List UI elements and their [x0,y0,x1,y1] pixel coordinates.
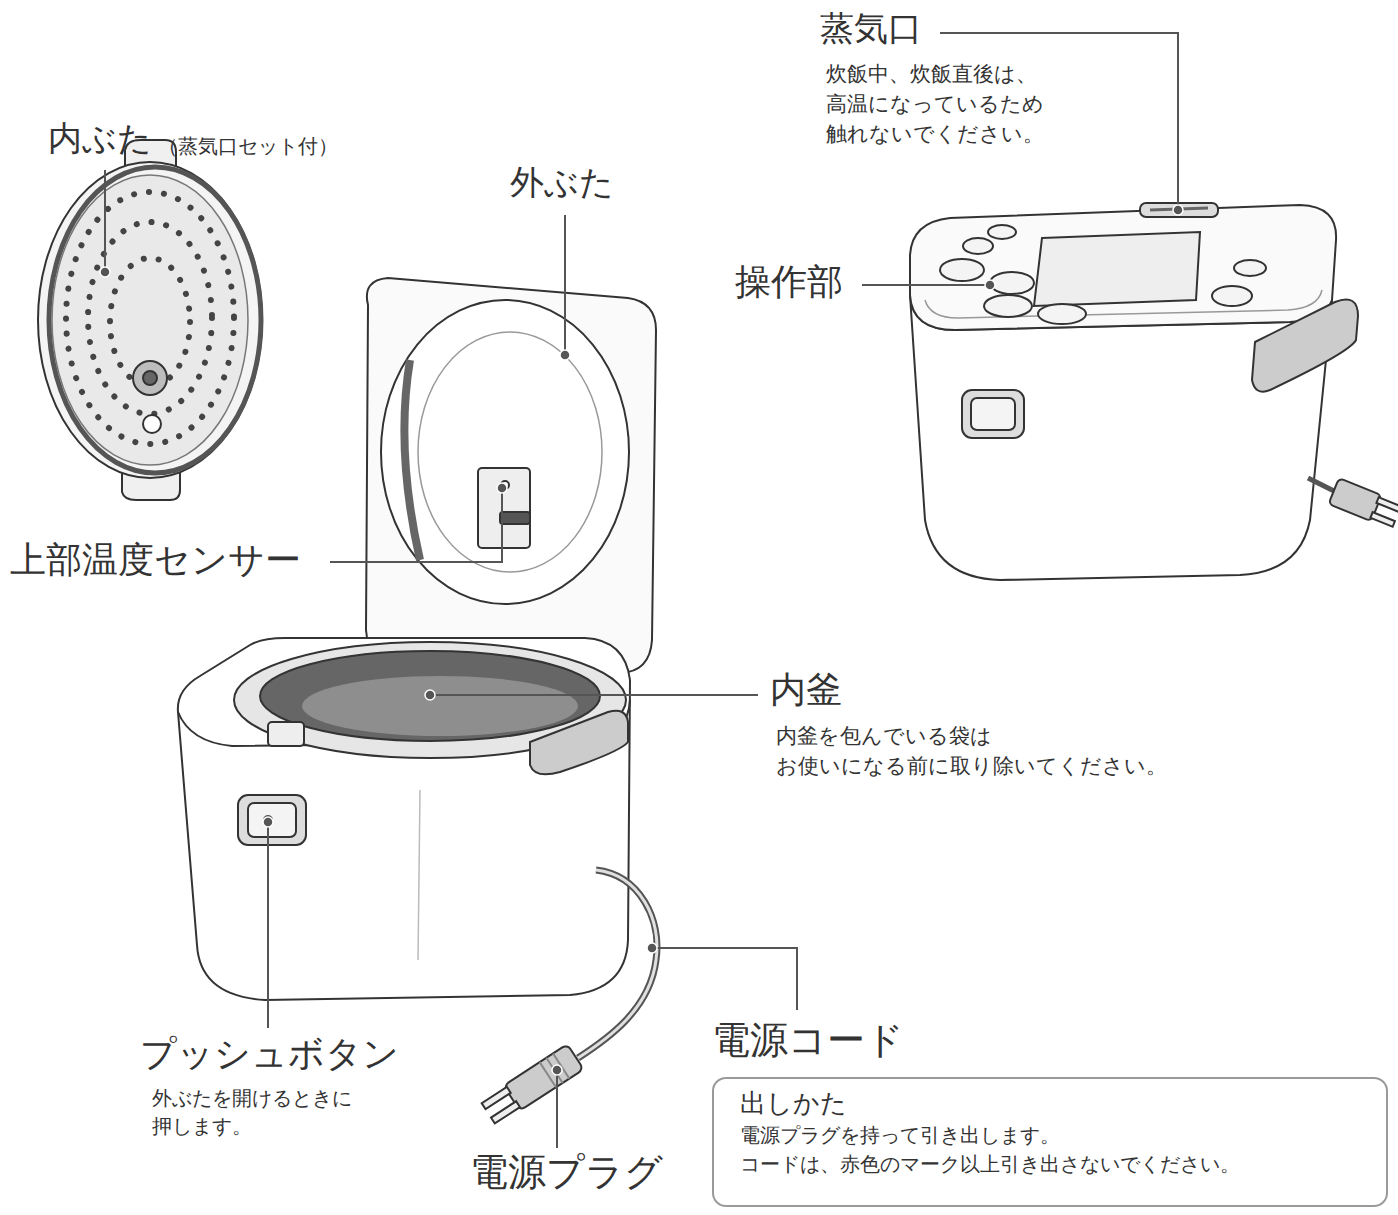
part-name: 蒸気口 [820,8,922,49]
closed-plug [1329,478,1398,529]
front-button [962,390,1024,438]
closed-handle [1252,299,1358,391]
leader-dot [425,690,435,700]
body-handle [530,711,628,775]
part-name: 外ぶた [510,162,614,203]
hole-ring [66,192,234,444]
steam-vent [1140,203,1218,217]
plug-prong [491,1101,520,1123]
plug-prong [1376,497,1398,512]
lid-gasket [49,167,261,473]
lid-ring-inner [418,332,602,572]
part-name: 電源プラグ [470,1150,663,1196]
push-button-face [248,803,296,837]
leader-line [104,170,106,272]
leader-line [862,284,990,286]
panel-button [990,272,1034,294]
panel-button [1212,286,1252,306]
pot-bottom [302,676,578,736]
part-name: プッシュボタン [140,1032,399,1075]
panel-button [1038,304,1086,324]
part-name: 内ぶた [48,118,152,159]
box-text: 電源プラグを持って引き出します。 [740,1121,1372,1150]
plug-ridges [540,1053,570,1087]
power-plug [480,1044,584,1126]
leader-line [652,948,797,1010]
part-name: 電源コード [712,1018,904,1064]
steam-knob-center [143,371,157,385]
part-note: 外ぶたを開けるときに [152,1086,352,1110]
panel-button [1234,260,1266,276]
plug-prong [482,1087,511,1109]
hole-ring [88,222,212,414]
part-note: 押します。 [152,1114,252,1138]
panel-button [984,295,1032,317]
lid-ring [381,300,629,604]
part-note: お使いになる前に取り除いてください。 [776,754,1167,779]
note-box: 出しかた電源プラグを持って引き出します。コードは、赤色のマーク以上引き出さないで… [712,1077,1388,1207]
lid-ring-edge [404,360,420,560]
panel-button [940,259,984,281]
leader-line [564,215,566,355]
panel-button [963,238,993,254]
leader-dot [497,483,507,493]
lid-shell [366,278,656,673]
body-shell [178,638,630,1000]
cord-highlight [578,870,657,1058]
closed-top [910,205,1336,330]
box-heading: 出しかた [740,1087,1372,1121]
caution-note: 高温になっているため [826,92,1044,117]
part-note: （蒸気口セット付） [158,134,338,158]
cord [578,870,657,1058]
lid-body [38,162,262,478]
leader-line [330,488,502,562]
front-button-face [971,398,1015,430]
leader-line [267,822,269,1028]
closed-cooker [910,203,1398,580]
leader-line [940,33,1178,210]
leader-dot [647,943,657,953]
leader-dot [100,267,110,277]
part-name: 上部温度センサー [10,538,301,581]
steam-knob [133,361,167,395]
sensor-slot [500,512,530,524]
box-text: コードは、赤色のマーク以上引き出さないでください。 [740,1150,1372,1179]
plug-prong [1370,512,1395,527]
push-button [238,795,306,845]
leader-dot [263,817,273,827]
leader-dot [552,1065,562,1075]
leader-line [556,1070,558,1148]
power-cord [480,870,657,1126]
leader-lines [105,33,1178,1148]
display [1034,232,1200,306]
lid-hole [143,415,161,433]
leader-dots [100,205,1183,1075]
leader-dot [1173,205,1183,215]
leader-dot [985,280,995,290]
part-note: 内釜を包んでいる袋は [776,724,992,749]
part-name: 内釜 [770,668,842,711]
caution-note: 触れないでください。 [826,122,1044,147]
inner-lid [38,140,262,500]
leader-dot [560,350,570,360]
caution-note: 炊飯中、炊飯直後は、 [826,62,1037,87]
closed-cord [1308,478,1336,492]
pot-handle [268,722,304,746]
leader-line [430,694,758,696]
temperature-sensor [478,468,530,548]
outer-lid [366,278,656,674]
panel-button [988,225,1016,239]
body-crease [418,790,420,960]
part-name: 操作部 [735,260,843,303]
lid-plate [52,175,248,465]
open-body [178,638,630,1000]
